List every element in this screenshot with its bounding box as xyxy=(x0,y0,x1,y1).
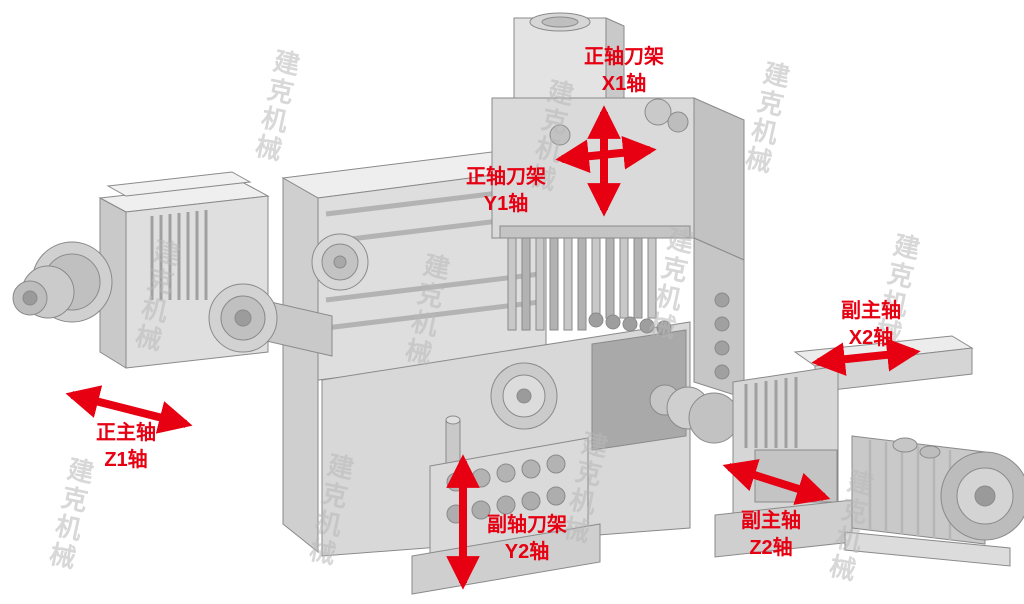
x1-axis-label-line1: 正轴刀架 xyxy=(584,46,664,68)
y2-axis-label-line1: 副轴刀架 xyxy=(487,514,567,536)
gang-tool-area xyxy=(507,237,672,336)
x2-axis-label: 副主轴 X2轴 xyxy=(820,298,922,352)
x2-axis-label-line1: 副主轴 xyxy=(841,300,901,322)
z1-axis-label-line2: Z1轴 xyxy=(104,449,148,471)
z2-axis-label: 副主轴 Z2轴 xyxy=(720,508,822,562)
main-spindle-unit xyxy=(12,171,333,369)
side-panel xyxy=(693,237,745,399)
z2-axis-label-line2: Z2轴 xyxy=(749,537,793,559)
y2-axis-label: 副轴刀架 Y2轴 xyxy=(468,512,586,566)
x2-axis-label-line2: X2轴 xyxy=(848,327,894,349)
y1-axis-label: 正轴刀架 Y1轴 xyxy=(448,164,564,218)
y1-axis-label-line2: Y1轴 xyxy=(483,193,529,215)
z1-axis-label-line1: 正主轴 xyxy=(96,422,156,444)
z2-axis-label-line1: 副主轴 xyxy=(741,510,801,532)
x1-axis-label: 正轴刀架 X1轴 xyxy=(560,44,688,98)
y1-axis-label-line1: 正轴刀架 xyxy=(466,166,546,188)
x1-axis-label-line2: X1轴 xyxy=(601,73,647,95)
y2-axis-label-line2: Y2轴 xyxy=(504,541,550,563)
z1-axis-label: 正主轴 Z1轴 xyxy=(70,420,182,474)
machine-base xyxy=(281,149,691,557)
